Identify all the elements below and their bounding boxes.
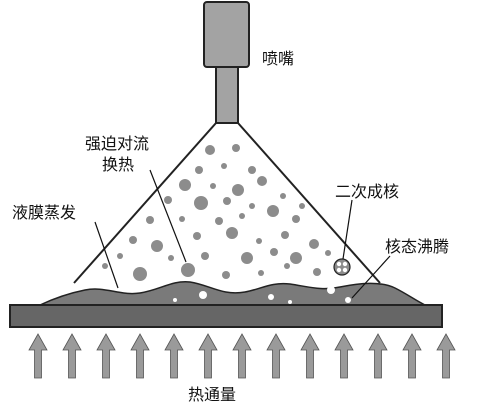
heat-flux-arrow xyxy=(130,333,150,379)
heated-plate xyxy=(9,304,443,328)
spray-droplet xyxy=(258,270,264,276)
spray-droplet xyxy=(193,232,201,240)
heat-flux-arrow xyxy=(300,333,320,379)
heat-flux-arrow xyxy=(368,333,388,379)
spray-droplet xyxy=(292,215,300,223)
spray-droplet xyxy=(205,145,215,155)
spray-droplet xyxy=(267,205,279,217)
spray-droplet xyxy=(164,196,172,204)
nucleation-droplet-circle xyxy=(333,258,351,276)
spray-droplet xyxy=(232,144,240,152)
spray-droplet xyxy=(222,271,230,279)
spray-droplet xyxy=(241,252,253,264)
heat-flux-arrow xyxy=(28,333,48,379)
spray-droplet xyxy=(102,263,108,269)
heat-flux-arrow xyxy=(96,333,116,379)
nucleation-bubble xyxy=(336,261,342,267)
leader-lines xyxy=(94,169,391,299)
spray-droplet xyxy=(146,216,154,224)
film-bubble xyxy=(199,291,207,299)
leader-nucleate-boiling xyxy=(351,255,391,299)
spray-droplet xyxy=(201,252,209,260)
label-secondary-nucleation: 二次成核 xyxy=(335,182,399,201)
film-bubble xyxy=(288,300,292,304)
spray-droplet xyxy=(270,248,278,256)
spray-droplet xyxy=(299,203,305,209)
spray-cone-right-edge xyxy=(237,122,381,284)
nucleation-bubble xyxy=(342,267,348,273)
spray-droplet xyxy=(284,263,290,269)
spray-droplet xyxy=(232,184,244,196)
spray-droplet xyxy=(195,166,203,174)
spray-droplet xyxy=(280,193,286,199)
spray-droplet xyxy=(168,255,174,261)
label-nucleate-boiling: 核态沸腾 xyxy=(385,237,449,256)
spray-droplet xyxy=(309,239,319,249)
spray-cone xyxy=(73,122,381,284)
spray-droplet xyxy=(151,240,163,252)
heat-flux-arrow xyxy=(232,333,252,379)
spray-droplet xyxy=(181,263,195,277)
leader-secondary-nucleation xyxy=(342,199,353,260)
heat-flux-arrow xyxy=(198,333,218,379)
nozzle-body xyxy=(203,1,250,68)
heat-flux-arrow xyxy=(164,333,184,379)
label-forced-convection-line2: 换热 xyxy=(102,155,134,174)
spray-droplet xyxy=(256,238,262,244)
heat-flux-arrow xyxy=(334,333,354,379)
spray-droplet xyxy=(179,179,191,191)
film-bubble xyxy=(173,298,177,302)
spray-droplet xyxy=(215,217,223,225)
spray-droplet xyxy=(226,227,238,239)
nozzle xyxy=(203,1,250,124)
spray-droplet xyxy=(223,197,231,205)
nucleation-bubble xyxy=(342,261,348,267)
nozzle-tip xyxy=(215,66,239,124)
spray-droplets xyxy=(102,144,331,281)
label-film-evaporation: 液膜蒸发 xyxy=(12,203,76,222)
leader-film-evaporation xyxy=(94,221,119,289)
nucleation-bubble xyxy=(336,267,342,273)
heat-flux-arrow xyxy=(62,333,82,379)
spray-droplet xyxy=(194,196,208,210)
liquid-film xyxy=(39,281,426,306)
label-heat-flux: 热通量 xyxy=(188,385,236,404)
heat-flux-arrow xyxy=(402,333,422,379)
film-bubbles xyxy=(173,286,351,304)
heat-flux-arrow xyxy=(266,333,286,379)
label-forced-convection-line1: 强迫对流 xyxy=(85,134,149,153)
film-bubble xyxy=(327,286,335,294)
spray-droplet xyxy=(281,231,289,239)
spray-droplet xyxy=(313,268,321,276)
label-nozzle: 喷嘴 xyxy=(262,49,294,68)
spray-cone-left-edge xyxy=(73,122,217,284)
spray-droplet xyxy=(239,213,245,219)
film-bubble xyxy=(268,294,274,300)
spray-droplet xyxy=(129,236,137,244)
spray-droplet xyxy=(179,216,185,222)
spray-droplet xyxy=(257,176,267,186)
spray-droplet xyxy=(325,250,331,256)
heat-flux-arrows xyxy=(28,333,456,379)
spray-droplet xyxy=(210,183,216,189)
film-bubble xyxy=(345,297,351,303)
spray-droplet xyxy=(221,163,227,169)
leader-forced-convection xyxy=(149,169,187,263)
spray-droplet xyxy=(248,166,256,174)
spray-droplet xyxy=(249,203,255,209)
spray-droplet xyxy=(117,253,123,259)
heat-flux-arrow xyxy=(436,333,456,379)
spray-droplet xyxy=(133,267,147,281)
spray-droplet xyxy=(290,252,302,264)
secondary-nucleation-droplet xyxy=(333,258,351,276)
